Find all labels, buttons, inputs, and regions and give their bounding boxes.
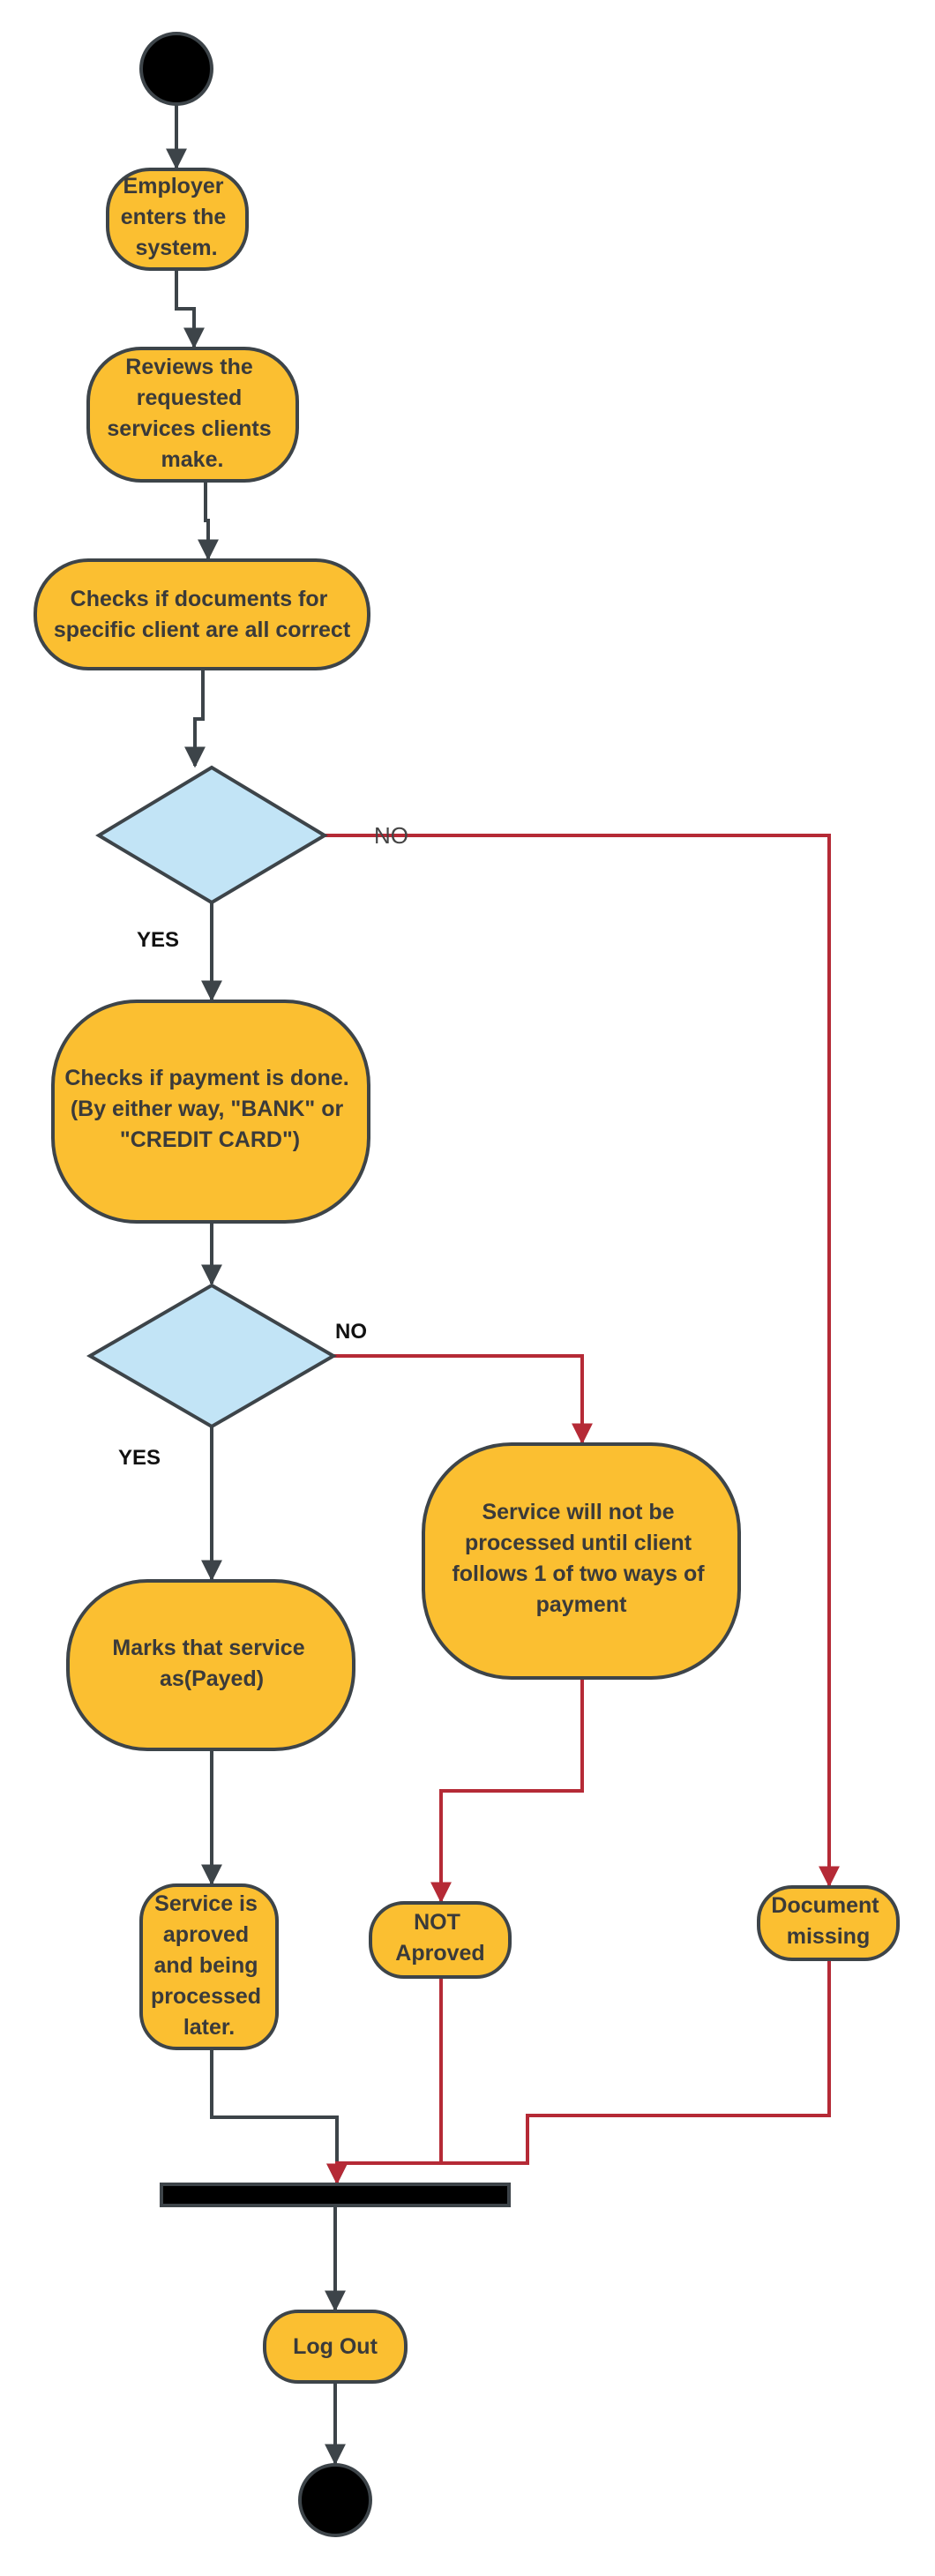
node-service-approved: Service is aproved and being processed l… bbox=[139, 1883, 279, 2050]
decision1-no-label: NO bbox=[374, 822, 408, 849]
node-not-approved: NOT Aproved bbox=[369, 1901, 512, 1979]
flow-decision1-no bbox=[325, 834, 840, 1888]
connectors bbox=[166, 104, 840, 2466]
node-log-out: Log Out bbox=[263, 2310, 408, 2384]
node-service-not-processed: Service will not be processed until clie… bbox=[422, 1442, 741, 1680]
svg-text:Reviews the requested: Reviews the requested services clients m… bbox=[107, 355, 277, 472]
node-reviews-services-line: requested bbox=[137, 386, 242, 410]
node-checks-payment-line: (By either way, "BANK" or bbox=[71, 1097, 344, 1121]
svg-text:Document missing: Document missing bbox=[771, 1893, 885, 1949]
node-employer-enters-line: system. bbox=[135, 236, 217, 260]
node-not-approved-line: Aproved bbox=[395, 1941, 484, 1966]
node-checks-payment: Checks if payment is done. (By either wa… bbox=[51, 1000, 370, 1224]
flow-checks-docs-to-decision1 bbox=[184, 669, 206, 768]
node-checks-payment-line: "CREDIT CARD") bbox=[120, 1127, 300, 1152]
end-node bbox=[298, 2463, 372, 2537]
flow-document-missing-to-join bbox=[326, 1959, 831, 2185]
decision2-no-label: NO bbox=[335, 1320, 367, 1344]
decision-documents-correct bbox=[95, 765, 328, 905]
node-not-approved-line: NOT bbox=[414, 1910, 460, 1935]
decision2-yes-label: YES bbox=[118, 1446, 161, 1470]
node-service-not-processed-line: processed until client bbox=[465, 1531, 692, 1555]
node-reviews-services: Reviews the requested services clients m… bbox=[86, 347, 299, 483]
node-service-not-processed-line: Service will not be bbox=[482, 1500, 674, 1524]
decision1-yes-label: YES bbox=[137, 928, 179, 952]
decision-payment-done bbox=[86, 1283, 337, 1429]
node-log-out-label: Log Out bbox=[293, 2334, 378, 2359]
svg-text:Service will not be proc: Service will not be processed until clie… bbox=[452, 1500, 710, 1617]
node-service-approved-line: Service is bbox=[154, 1891, 258, 1916]
start-node bbox=[139, 32, 213, 106]
node-marks-service: Marks that service as(Payed) bbox=[66, 1579, 355, 1751]
node-reviews-services-line: make. bbox=[161, 447, 224, 472]
svg-text:Marks that service as(Pa: Marks that service as(Payed) bbox=[112, 1636, 310, 1691]
flow-employer-to-reviews bbox=[175, 269, 205, 349]
node-service-approved-line: later. bbox=[183, 2015, 235, 2040]
svg-text:Employer enters the: Employer enters the system. bbox=[121, 174, 232, 260]
node-marks-service-line: Marks that service bbox=[112, 1636, 304, 1660]
node-service-approved-line: and being bbox=[153, 1953, 258, 1978]
flow-not-processed-to-not-approved bbox=[430, 1678, 584, 1904]
node-service-approved-line: processed bbox=[151, 1984, 261, 2009]
flow-decision2-no bbox=[333, 1354, 593, 1445]
svg-text:NOT Aproved: NOT Aproved bbox=[395, 1910, 484, 1966]
node-employer-enters-line: enters the bbox=[121, 205, 227, 229]
node-checks-documents-line: Checks if documents for bbox=[71, 587, 328, 611]
node-document-missing: Document missing bbox=[757, 1885, 900, 1961]
node-service-not-processed-line: follows 1 of two ways of bbox=[452, 1561, 705, 1586]
node-checks-documents-line: specific client are all correct bbox=[54, 618, 351, 642]
flow-approved-to-join bbox=[210, 2048, 348, 2185]
node-service-approved-line: aproved bbox=[163, 1922, 249, 1947]
svg-text:Checks if documents for: Checks if documents for specific client … bbox=[54, 587, 351, 642]
flow-reviews-to-checks-docs bbox=[198, 481, 219, 561]
join-bar bbox=[160, 2183, 511, 2207]
node-reviews-services-line: Reviews the bbox=[125, 355, 253, 379]
node-document-missing-line: missing bbox=[787, 1924, 870, 1949]
node-checks-payment-line: Checks if payment is done. bbox=[64, 1066, 348, 1090]
node-employer-enters-line: Employer bbox=[123, 174, 224, 198]
node-employer-enters: Employer enters the system. bbox=[106, 168, 249, 271]
svg-text:Log Out: Log Out bbox=[293, 2334, 378, 2359]
node-checks-documents: Checks if documents for specific client … bbox=[34, 558, 370, 670]
node-service-not-processed-line: payment bbox=[536, 1592, 627, 1617]
node-document-missing-line: Document bbox=[771, 1893, 879, 1918]
node-reviews-services-line: services clients bbox=[107, 416, 271, 441]
svg-text:Checks if payment is done.: Checks if payment is done. (By either wa… bbox=[64, 1066, 355, 1152]
node-marks-service-line: as(Payed) bbox=[160, 1666, 264, 1691]
flow-not-approved-to-join bbox=[337, 1977, 443, 2165]
svg-text:Service is aproved: Service is aproved and being processed l… bbox=[151, 1891, 267, 2040]
